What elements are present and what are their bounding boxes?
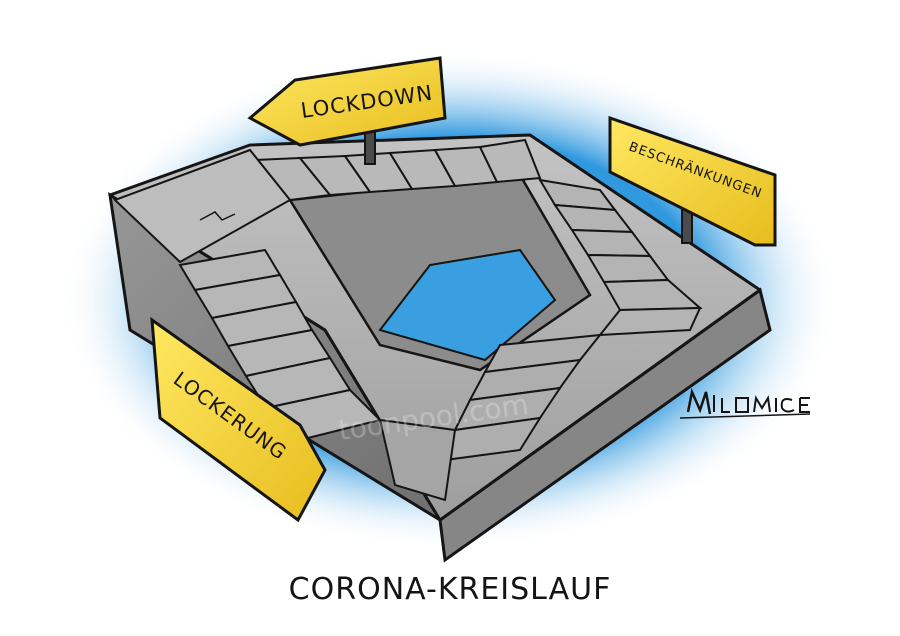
- landing-top-left: [113, 148, 292, 264]
- restrictions-sign: [608, 115, 777, 247]
- stairs-right: [538, 178, 703, 337]
- stairs-left: [178, 248, 382, 442]
- crack-line: [199, 211, 236, 221]
- easing-sign: [150, 316, 327, 523]
- stairs-front: [443, 333, 603, 462]
- lockdown-sign: [247, 56, 447, 147]
- restrictions-signpost: BESCHRÄNKUNGEN: [608, 115, 777, 247]
- cartoon-caption: CORONA-KREISLAUF: [288, 572, 612, 607]
- stairs-back: [252, 138, 542, 202]
- well-sky: [378, 248, 557, 362]
- landing-front: [378, 418, 457, 502]
- lockdown-signpost: LOCKDOWN: [247, 56, 447, 165]
- artist-signature: [679, 387, 811, 419]
